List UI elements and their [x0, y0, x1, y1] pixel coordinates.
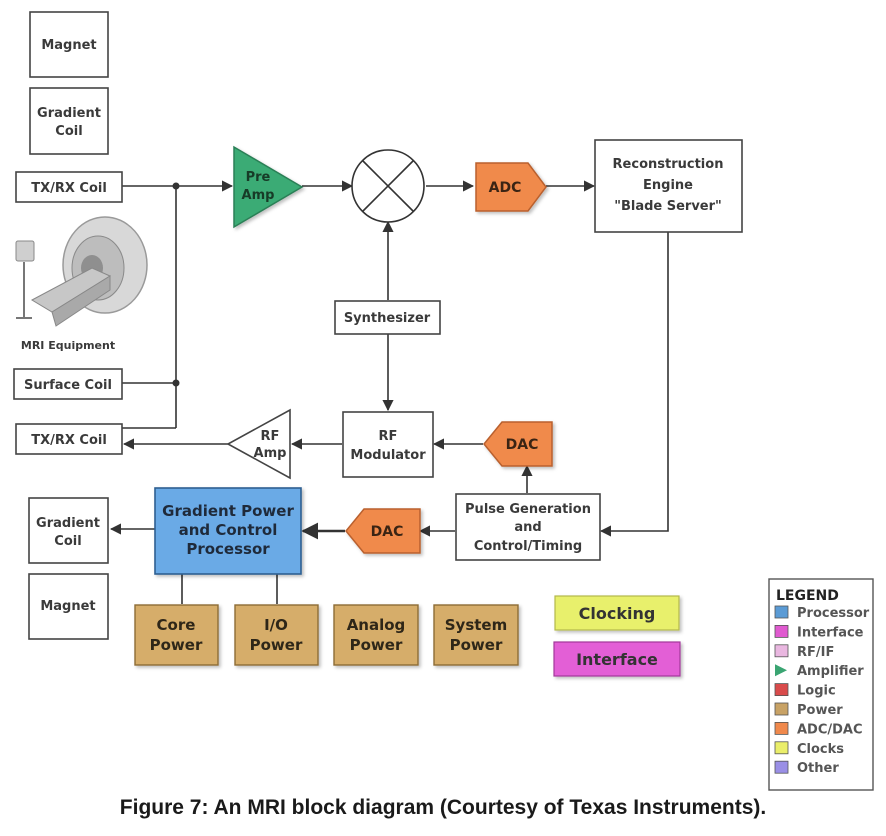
surface-coil-block: Surface Coil	[13, 368, 123, 400]
system-power-label-2: Power	[450, 636, 503, 654]
surface-coil-label: Surface Coil	[24, 378, 112, 393]
clocking-key-block: Clocking	[554, 595, 680, 631]
legend-swatch-other	[774, 760, 789, 774]
legend-swatch-adc-dac	[774, 722, 789, 735]
rf-amp-label-1: RF	[261, 429, 280, 444]
adc-label: ADC	[489, 180, 522, 196]
mixer-symbol	[351, 149, 425, 223]
legend-swatch-logic	[774, 683, 789, 696]
core-power-label-2: Power	[150, 636, 203, 654]
synthesizer-block: Synthesizer	[334, 300, 441, 335]
reconstruction-engine-block: Reconstruction Engine "Blade Server"	[594, 139, 743, 233]
system-power-label-1: System	[445, 616, 507, 634]
rf-modulator-label-1: RF	[379, 429, 398, 444]
core-power-label-1: Core	[157, 616, 196, 634]
dac-label-upper: DAC	[506, 437, 539, 453]
reconstruction-label-3: "Blade Server"	[614, 199, 722, 214]
reconstruction-label-1: Reconstruction	[613, 157, 724, 172]
legend-swatch-rf-if	[774, 644, 789, 658]
analog-power-block: Analog Power	[333, 604, 419, 666]
dac-block-upper: DAC	[483, 421, 553, 467]
clocking-label: Clocking	[579, 604, 656, 623]
legend-label-other: Other	[797, 761, 839, 776]
magnet-label-bottom: Magnet	[40, 599, 95, 614]
reconstruction-label-2: Engine	[643, 178, 693, 193]
io-power-block: I/O Power	[234, 604, 319, 666]
connection-lines	[109, 180, 669, 604]
gradient-coil-block-bottom: Gradient Coil	[28, 497, 109, 564]
txrx-coil-block-top: TX/RX Coil	[15, 171, 123, 203]
io-power-label-2: Power	[250, 636, 303, 654]
gradient-coil-label-bottom-1: Gradient	[36, 516, 100, 531]
legend-swatch-clocks	[774, 741, 789, 755]
pre-amp-label-1: Pre	[246, 170, 271, 185]
mri-block-diagram: Magnet Gradient Coil TX/RX Coil MRI Equi…	[13, 11, 874, 791]
analog-power-label-2: Power	[350, 636, 403, 654]
analog-power-label-1: Analog	[347, 616, 406, 634]
core-power-block: Core Power	[134, 604, 219, 666]
legend-label-power: Power	[797, 703, 843, 718]
pulse-generation-label-3: Control/Timing	[474, 539, 582, 554]
dac-block-lower: DAC	[345, 508, 421, 554]
mri-equipment-illustration: MRI Equipment	[15, 216, 148, 352]
pulse-generation-label-2: and	[514, 520, 541, 535]
io-power-label-1: I/O	[264, 616, 288, 634]
txrx-coil-label-top: TX/RX Coil	[31, 181, 107, 196]
gradient-coil-label-top-2: Coil	[55, 124, 82, 139]
gradient-coil-label-top-1: Gradient	[37, 106, 101, 121]
legend-label-adc-dac: ADC/DAC	[797, 722, 863, 737]
gradient-coil-block-top: Gradient Coil	[29, 87, 109, 155]
legend-swatch-interface	[774, 625, 789, 638]
legend-label-interface: Interface	[797, 625, 864, 640]
legend-swatch-amplifier	[775, 664, 787, 677]
gradient-processor-label-3: Processor	[186, 540, 270, 558]
gradient-coil-label-bottom-2: Coil	[54, 534, 81, 549]
legend-title: LEGEND	[776, 588, 839, 604]
rf-modulator-block: RF Modulator	[342, 411, 434, 478]
rf-modulator-label-2: Modulator	[350, 448, 426, 463]
rf-amp-block: RF Amp	[226, 408, 291, 480]
legend-label-logic: Logic	[797, 684, 836, 699]
adc-block: ADC	[475, 162, 547, 212]
rf-amp-label-2: Amp	[254, 446, 287, 461]
pre-amp-label-2: Amp	[242, 188, 275, 203]
magnet-block-bottom: Magnet	[28, 573, 109, 640]
legend-swatch-power	[774, 702, 789, 716]
pulse-generation-label-1: Pulse Generation	[465, 502, 591, 517]
txrx-coil-block-bottom: TX/RX Coil	[15, 423, 123, 455]
dac-label-lower: DAC	[371, 524, 404, 540]
synthesizer-label: Synthesizer	[344, 311, 431, 326]
system-power-block: System Power	[433, 604, 519, 666]
pre-amp-block: Pre Amp	[233, 145, 304, 229]
legend-swatch-processor	[774, 605, 789, 619]
pulse-generation-block: Pulse Generation and Control/Timing	[455, 493, 601, 561]
magnet-block-top: Magnet	[29, 11, 109, 78]
interface-key-block: Interface	[553, 641, 681, 677]
legend-label-amplifier: Amplifier	[797, 664, 864, 679]
legend-label-processor: Processor	[797, 606, 870, 621]
gradient-processor-label-2: and Control	[179, 521, 278, 539]
magnet-label-top: Magnet	[41, 38, 96, 53]
gradient-processor-label-1: Gradient Power	[162, 502, 294, 520]
gradient-processor-block: Gradient Power and Control Processor	[154, 487, 302, 575]
legend-label-clocks: Clocks	[797, 742, 844, 757]
mri-equipment-label: MRI Equipment	[21, 339, 115, 352]
interface-label: Interface	[576, 650, 658, 669]
figure-caption: Figure 7: An MRI block diagram (Courtesy…	[119, 796, 767, 819]
legend-label-rf-if: RF/IF	[797, 645, 834, 660]
txrx-coil-label-bottom: TX/RX Coil	[31, 433, 107, 448]
